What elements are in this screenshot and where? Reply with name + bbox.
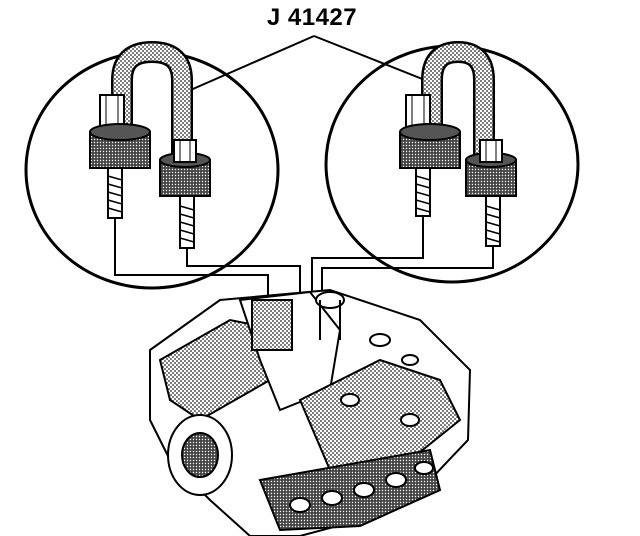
left-lift-bracket-icon [89,40,211,249]
tool-callout-label: J 41427 [266,4,358,31]
right-lift-bracket-icon [399,40,517,247]
v8-engine-icon [149,288,472,536]
callout-leaders [185,35,441,93]
right-detail [324,40,580,284]
leader-right-outer [321,246,494,300]
leader-right [313,35,441,87]
leader-right-inner [311,216,424,300]
leader-left [185,35,315,93]
left-detail [24,40,280,290]
left-detail-circle [24,50,280,290]
